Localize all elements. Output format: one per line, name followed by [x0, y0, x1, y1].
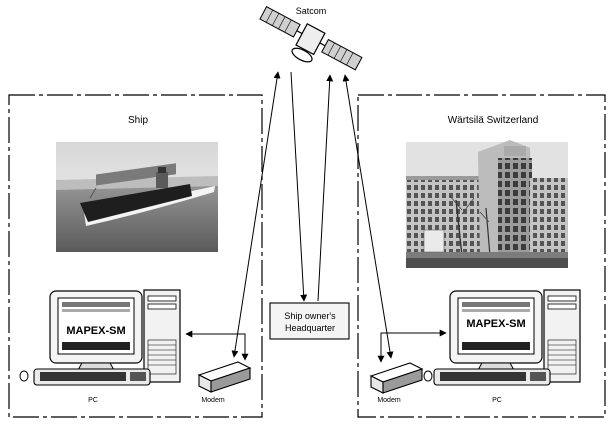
wartsila-pc-label: PC: [492, 397, 502, 404]
satellite-label: Satcom: [296, 6, 327, 16]
headquarter-box: Ship owner's Headquarter: [269, 302, 350, 340]
ship-computer-icon: [19, 289, 181, 386]
wartsila-box-title: Wärtsilä Switzerland: [448, 115, 539, 126]
hq-to-satellite-arrow: [317, 74, 334, 302]
satellite-to-hq-arrow: [290, 71, 308, 302]
ship-modem-label: Modem: [201, 397, 225, 404]
container-ship-photo: [56, 142, 218, 252]
headquarter-line2: Headquarter: [285, 323, 335, 333]
ship-box-title: Ship: [128, 115, 148, 126]
wartsila-modem-icon: [369, 362, 424, 394]
connections: [185, 71, 447, 363]
ship-pc-screen-text: MAPEX-SM: [66, 325, 125, 337]
ship-modem: Modem: [197, 361, 252, 404]
headquarter-line1: Ship owner's: [284, 311, 336, 321]
wartsila-computer-icon: [423, 289, 581, 386]
office-building-photo: [406, 140, 568, 268]
wartsila-box: Wärtsilä Switzerland: [357, 94, 606, 418]
wartsila-modem: Modem: [369, 362, 424, 404]
wartsila-modem-label: Modem: [377, 397, 401, 404]
ship-pc-modem-link-arrow: [185, 330, 249, 361]
satellite-icon: Satcom: [259, 6, 363, 71]
satellite-wartsila-link-arrow: [342, 74, 394, 359]
ship-pc: MAPEX-SM PC: [19, 289, 181, 404]
wartsila-pc-screen-text: MAPEX-SM: [466, 318, 525, 330]
wartsila-pc: MAPEX-SM PC: [423, 289, 581, 404]
wartsila-modem-pc-link-arrow: [377, 329, 447, 363]
satellite-ship-link-arrow: [231, 71, 281, 358]
ship-modem-icon: [197, 361, 252, 393]
ship-pc-label: PC: [88, 397, 98, 404]
